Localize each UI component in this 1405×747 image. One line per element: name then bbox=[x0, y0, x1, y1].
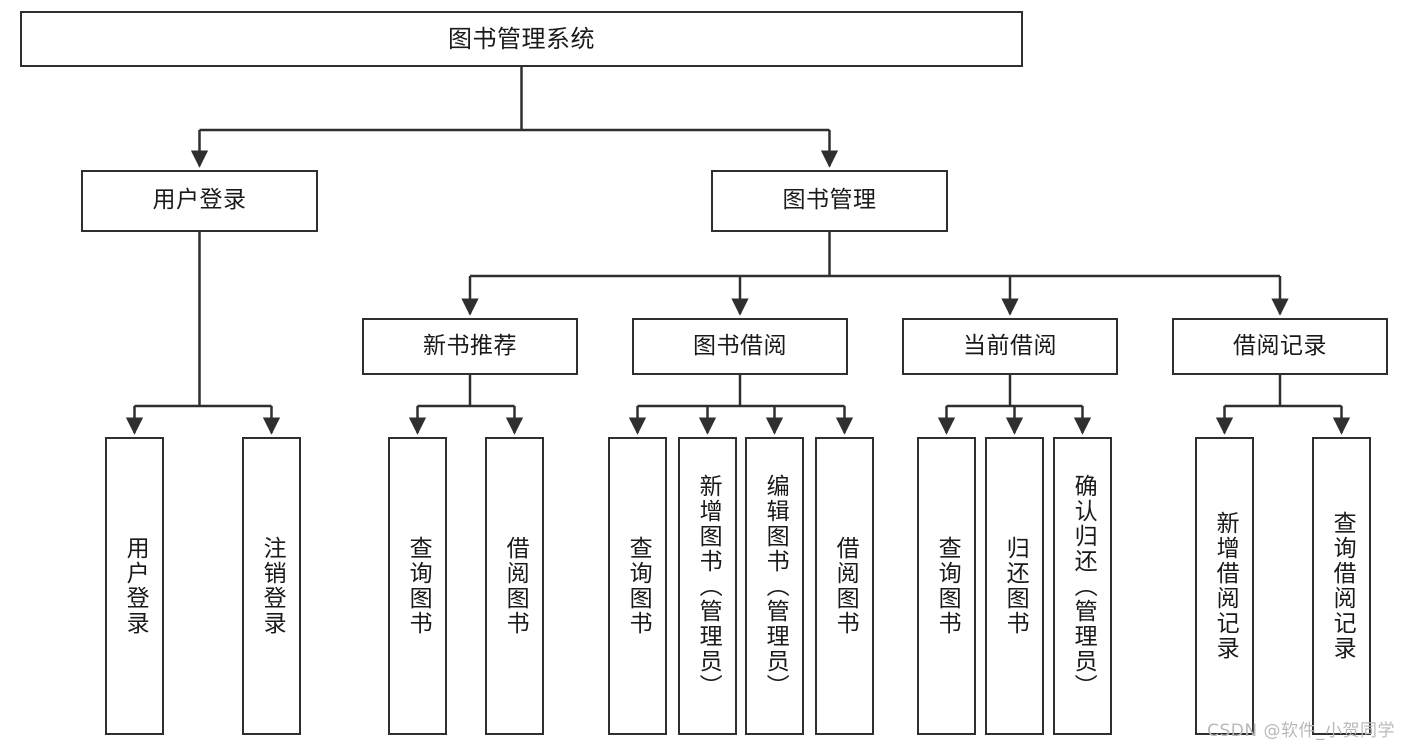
node-l3-a2[interactable]: 注销登录 bbox=[242, 437, 301, 735]
node-l1-book[interactable]: 图书管理 bbox=[711, 170, 948, 232]
node-l3-c2[interactable]: 新增图书（管理员） bbox=[678, 437, 737, 735]
node-label: 查询借阅记录 bbox=[1329, 511, 1356, 661]
node-l3-d1[interactable]: 查询图书 bbox=[917, 437, 976, 735]
node-label: 借阅记录 bbox=[1233, 332, 1327, 359]
node-label: 图书借阅 bbox=[693, 332, 787, 359]
node-l3-d2[interactable]: 归还图书 bbox=[985, 437, 1044, 735]
node-l3-e2[interactable]: 查询借阅记录 bbox=[1312, 437, 1371, 735]
node-label: 注销登录 bbox=[259, 536, 286, 636]
node-label: 借阅图书 bbox=[502, 536, 529, 636]
node-label: 新书推荐 bbox=[423, 332, 517, 359]
node-l3-d3[interactable]: 确认归还（管理员） bbox=[1053, 437, 1112, 735]
node-l3-c1[interactable]: 查询图书 bbox=[608, 437, 667, 735]
node-l2-record[interactable]: 借阅记录 bbox=[1172, 318, 1388, 375]
node-l1-login[interactable]: 用户登录 bbox=[81, 170, 318, 232]
node-label: 查询图书 bbox=[934, 536, 961, 636]
node-label: 查询图书 bbox=[625, 536, 652, 636]
node-label: 归还图书 bbox=[1002, 536, 1029, 636]
watermark: CSDN @软件_小贺同学 bbox=[1207, 721, 1395, 741]
node-label: 借阅图书 bbox=[832, 536, 859, 636]
node-label: 用户登录 bbox=[152, 187, 247, 214]
node-label: 新增图书（管理员） bbox=[695, 473, 722, 699]
node-l3-e1[interactable]: 新增借阅记录 bbox=[1195, 437, 1254, 735]
node-label: 确认归还（管理员） bbox=[1070, 473, 1097, 699]
node-l3-c3[interactable]: 编辑图书（管理员） bbox=[745, 437, 804, 735]
node-l2-new[interactable]: 新书推荐 bbox=[362, 318, 578, 375]
node-l3-a1[interactable]: 用户登录 bbox=[105, 437, 164, 735]
node-l3-b1[interactable]: 查询图书 bbox=[388, 437, 447, 735]
node-label: 查询图书 bbox=[405, 536, 432, 636]
node-label: 图书管理 bbox=[782, 187, 877, 214]
node-label: 用户登录 bbox=[122, 536, 149, 636]
node-l3-c4[interactable]: 借阅图书 bbox=[815, 437, 874, 735]
node-l2-current[interactable]: 当前借阅 bbox=[902, 318, 1118, 375]
node-label: 编辑图书（管理员） bbox=[762, 473, 789, 699]
node-label: 图书管理系统 bbox=[448, 24, 595, 53]
node-l2-borrow[interactable]: 图书借阅 bbox=[632, 318, 848, 375]
node-root[interactable]: 图书管理系统 bbox=[20, 11, 1023, 67]
node-label: 当前借阅 bbox=[963, 332, 1057, 359]
node-l3-b2[interactable]: 借阅图书 bbox=[485, 437, 544, 735]
node-label: 新增借阅记录 bbox=[1212, 511, 1239, 661]
